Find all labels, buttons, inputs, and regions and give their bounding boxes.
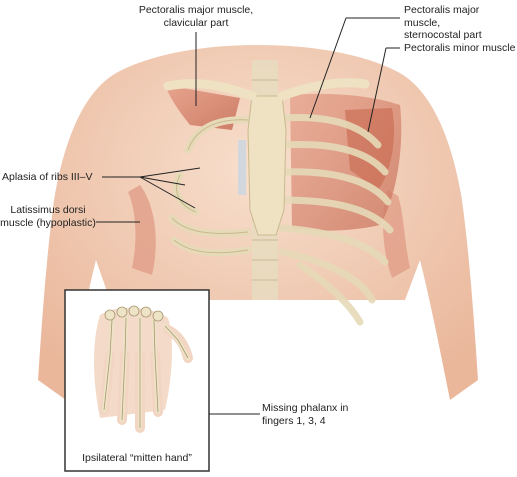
label-pec-minor: Pectoralis minor muscle xyxy=(404,42,516,54)
costal-cartilage xyxy=(238,140,246,195)
hand-illustration xyxy=(94,305,193,433)
clavicle-left xyxy=(163,79,257,101)
label-mitten-hand: Ipsilateral “mitten hand” xyxy=(82,452,192,464)
latissimus-dorsi-right xyxy=(383,190,410,278)
ribs-right xyxy=(278,114,394,326)
latissimus-dorsi-muscle xyxy=(128,185,156,275)
label-pec-major-clavicular: Pectoralis major muscle, clavicular part xyxy=(138,4,254,29)
sternum xyxy=(247,95,287,236)
label-pec-major-sternocostal: Pectoralis major muscle, sternocostal pa… xyxy=(404,4,482,41)
label-missing-phalanx: Missing phalanx in fingers 1, 3, 4 xyxy=(262,402,349,427)
clavicle-right xyxy=(277,78,370,101)
label-latissimus-dorsi: Latissimus dorsi muscle (hypoplastic) xyxy=(0,204,96,229)
label-aplasia-ribs: Aplasia of ribs III–V xyxy=(2,171,93,183)
